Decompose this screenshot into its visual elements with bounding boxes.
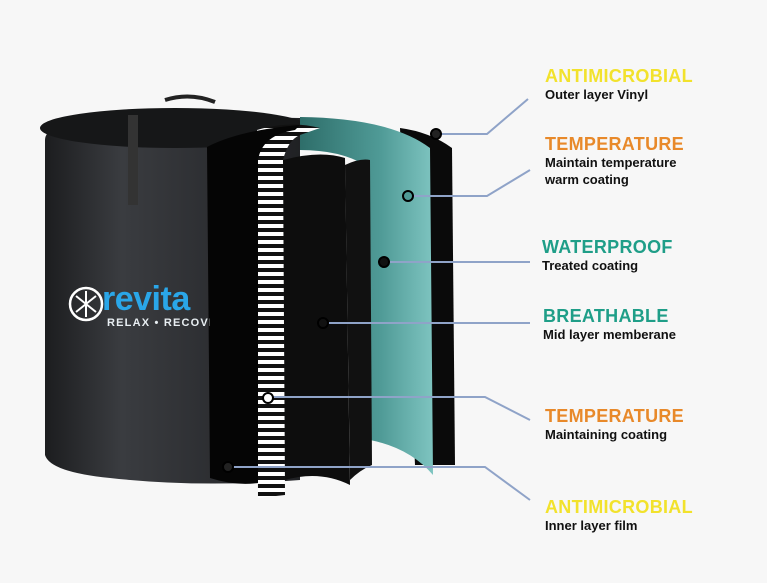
striped-layer <box>257 124 320 498</box>
layer-label-4: BREATHABLE Mid layer memberane <box>543 306 676 343</box>
layer-label-1: ANTIMICROBIAL Outer layer Vinyl <box>545 66 693 103</box>
layer-title: TEMPERATURE <box>545 134 684 154</box>
layer-subtitle: Treated coating <box>542 258 639 273</box>
layer-subtitle: Mid layer memberane <box>543 327 676 342</box>
layer-subtitle: Inner layer film <box>545 518 638 533</box>
black-layer-2 <box>283 154 350 485</box>
brand-name: revita <box>102 280 190 318</box>
layer-label-5: TEMPERATURE Maintaining coating <box>545 406 684 443</box>
brand-logo: revita RELAX • RECOVE <box>60 270 210 340</box>
brand-tagline: RELAX • RECOVE <box>107 317 210 329</box>
layer-title: ANTIMICROBIAL <box>545 497 693 517</box>
layer-subtitle: Maintain temperature warm coating <box>545 155 677 187</box>
layer-subtitle: Maintaining coating <box>545 427 668 442</box>
layer-title: BREATHABLE <box>543 306 669 326</box>
layer-subtitle: Outer layer Vinyl <box>545 87 649 102</box>
layer-label-3: WATERPROOF Treated coating <box>542 237 673 274</box>
layer-label-2: TEMPERATURE Maintain temperature warm co… <box>545 134 705 188</box>
layer-label-6: ANTIMICROBIAL Inner layer film <box>545 497 693 534</box>
layer-title: ANTIMICROBIAL <box>545 66 693 86</box>
black-layer-3 <box>345 159 372 481</box>
callout-dots <box>222 128 442 473</box>
connector-lines <box>228 98 531 501</box>
layer-title: TEMPERATURE <box>545 406 684 426</box>
black-layer-1 <box>207 125 300 484</box>
teal-layer <box>300 117 433 475</box>
layer-title: WATERPROOF <box>542 237 673 257</box>
logo-emblem <box>68 286 104 322</box>
